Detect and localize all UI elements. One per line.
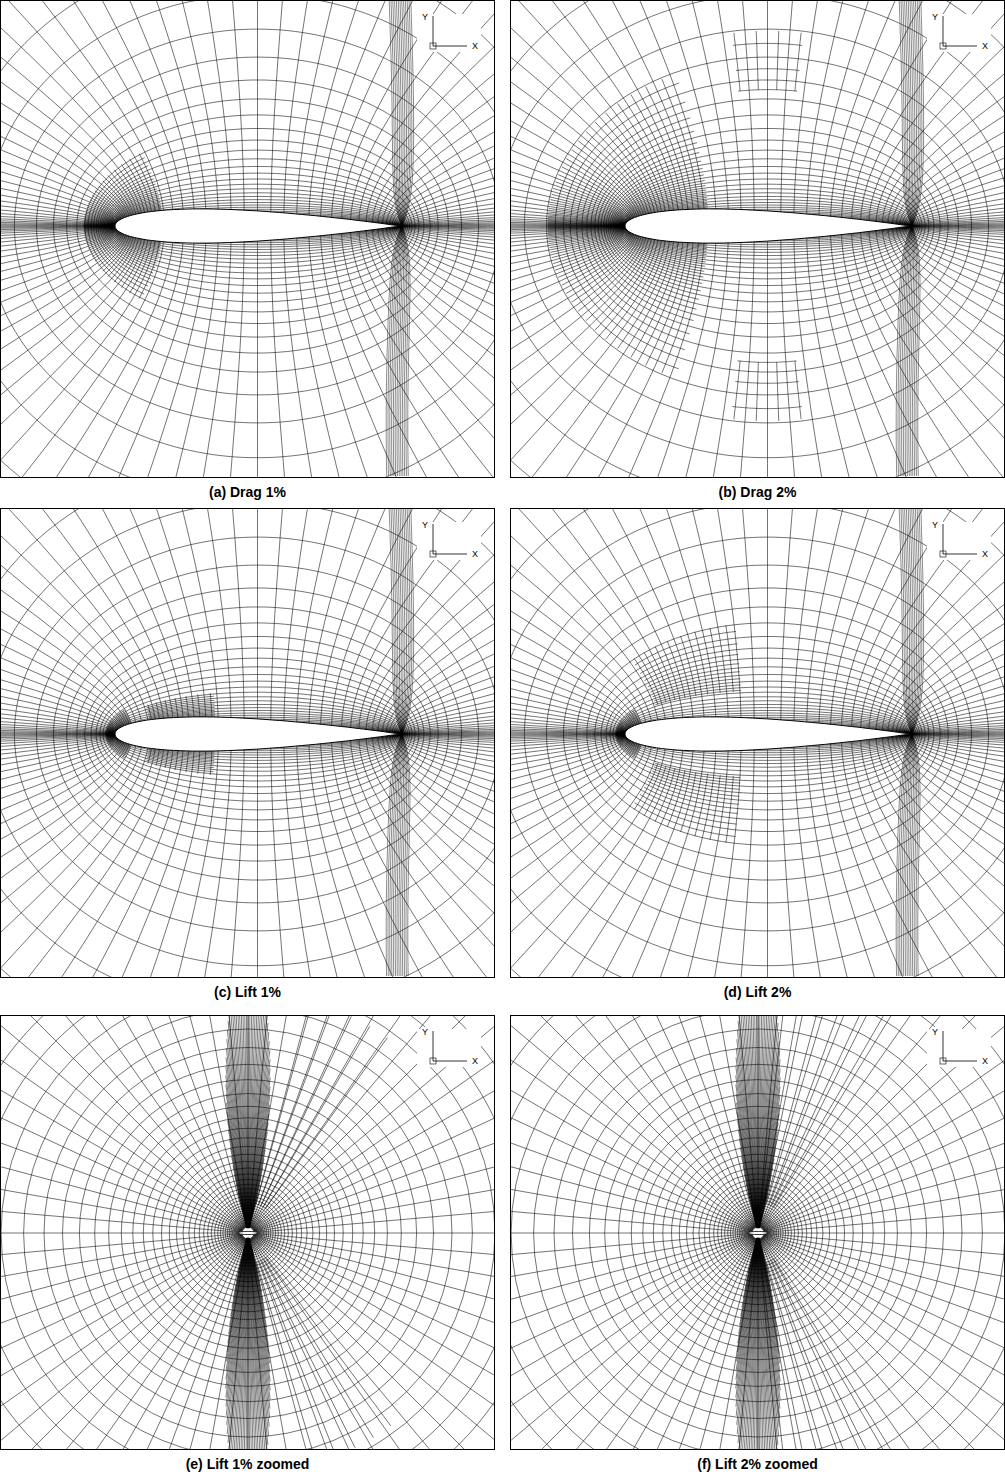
panel-border bbox=[511, 1, 1005, 478]
panel-caption: (a) Drag 1% bbox=[0, 483, 495, 501]
panel-caption: (e) Lift 1% zoomed bbox=[0, 1455, 495, 1473]
airfoil bbox=[115, 717, 400, 751]
axis-origin bbox=[940, 43, 946, 49]
axis-triad bbox=[433, 16, 467, 46]
axis-origin bbox=[430, 43, 436, 49]
panel-caption: (d) Lift 2% bbox=[510, 983, 1005, 1001]
mesh-panel bbox=[0, 508, 495, 978]
mesh-lines bbox=[0, 0, 495, 478]
panel-border bbox=[1, 1016, 495, 1450]
panel-caption: (b) Drag 2% bbox=[510, 483, 1005, 501]
axis-label: Y bbox=[931, 12, 939, 22]
mesh-panel bbox=[510, 0, 1005, 478]
axis-label: X bbox=[981, 41, 989, 51]
axis-label: Y bbox=[421, 520, 429, 530]
grid-lines bbox=[0, 0, 495, 478]
panel-border bbox=[1, 1, 495, 478]
mesh-panel bbox=[0, 1015, 495, 1450]
axis-triad bbox=[433, 524, 467, 554]
panel-ground bbox=[0, 0, 495, 478]
refined-cells bbox=[256, 1015, 391, 1450]
mesh-panel bbox=[510, 1015, 1005, 1450]
axis-label: Y bbox=[931, 1027, 939, 1037]
axis-label: Y bbox=[931, 520, 939, 530]
airfoil bbox=[238, 1231, 258, 1234]
trailing-edge-band bbox=[896, 0, 923, 476]
trailing-edge-band bbox=[896, 508, 923, 976]
trailing-edge-band bbox=[386, 0, 413, 476]
axis-origin bbox=[430, 1058, 436, 1064]
axis-label: Y bbox=[421, 1027, 429, 1037]
grid-lines bbox=[0, 508, 495, 978]
mesh-lines bbox=[0, 1015, 495, 1450]
panel-ground bbox=[510, 1015, 1005, 1450]
dense-band bbox=[226, 1015, 271, 1450]
axis-triad bbox=[943, 16, 977, 46]
axis-triad bbox=[943, 524, 977, 554]
airfoil bbox=[748, 1231, 768, 1234]
axis-origin bbox=[430, 551, 436, 557]
panel-border bbox=[511, 1016, 1005, 1450]
panel-ground bbox=[510, 0, 1005, 478]
panel-border bbox=[1, 509, 495, 978]
axis-label: X bbox=[981, 1056, 989, 1066]
axis-label: Y bbox=[421, 12, 429, 22]
mesh-lines bbox=[510, 0, 1005, 478]
axis-origin bbox=[940, 551, 946, 557]
panel-caption: (c) Lift 1% bbox=[0, 983, 495, 1001]
axis-triad bbox=[433, 1031, 467, 1061]
refined-cells bbox=[761, 1015, 914, 1450]
airfoil bbox=[625, 717, 910, 751]
mesh-lines bbox=[0, 508, 495, 978]
trailing-edge-band bbox=[386, 508, 413, 976]
mesh-lines bbox=[510, 508, 1005, 978]
axis-origin bbox=[940, 1058, 946, 1064]
polar-grid bbox=[0, 1015, 495, 1450]
axis-triad bbox=[943, 1031, 977, 1061]
axis-label: X bbox=[471, 1056, 479, 1066]
airfoil bbox=[115, 209, 400, 243]
axis-label: X bbox=[981, 549, 989, 559]
grid-lines bbox=[510, 508, 1005, 978]
panel-border bbox=[511, 509, 1005, 978]
grid-lines bbox=[510, 0, 1005, 478]
axis-label: X bbox=[471, 41, 479, 51]
panel-ground bbox=[0, 1015, 495, 1450]
mesh-panel bbox=[0, 0, 495, 478]
polar-grid bbox=[510, 1015, 1005, 1450]
mesh-lines bbox=[510, 1015, 1005, 1450]
dense-band bbox=[736, 1015, 781, 1450]
panel-caption: (f) Lift 2% zoomed bbox=[510, 1455, 1005, 1473]
airfoil bbox=[625, 209, 910, 243]
mesh-panel bbox=[510, 508, 1005, 978]
axis-label: X bbox=[471, 549, 479, 559]
